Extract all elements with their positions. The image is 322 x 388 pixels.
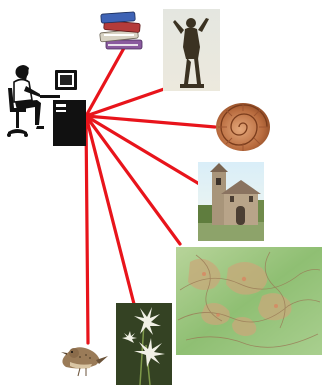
connector-flower (86, 116, 134, 304)
connector-fossil (86, 116, 215, 127)
bronze-statue-photo (163, 9, 220, 91)
white-flower-photo (116, 303, 172, 385)
songbird-photo (61, 347, 108, 376)
connector-map (86, 116, 180, 244)
stack-of-books-icon (100, 12, 142, 49)
connector-bird (86, 116, 88, 343)
connector-church (86, 116, 206, 188)
topographic-relief-map (176, 247, 322, 355)
ammonite-fossil-photo (216, 103, 270, 151)
person-at-computer-icon (7, 65, 86, 146)
stone-church-photo (198, 162, 264, 241)
